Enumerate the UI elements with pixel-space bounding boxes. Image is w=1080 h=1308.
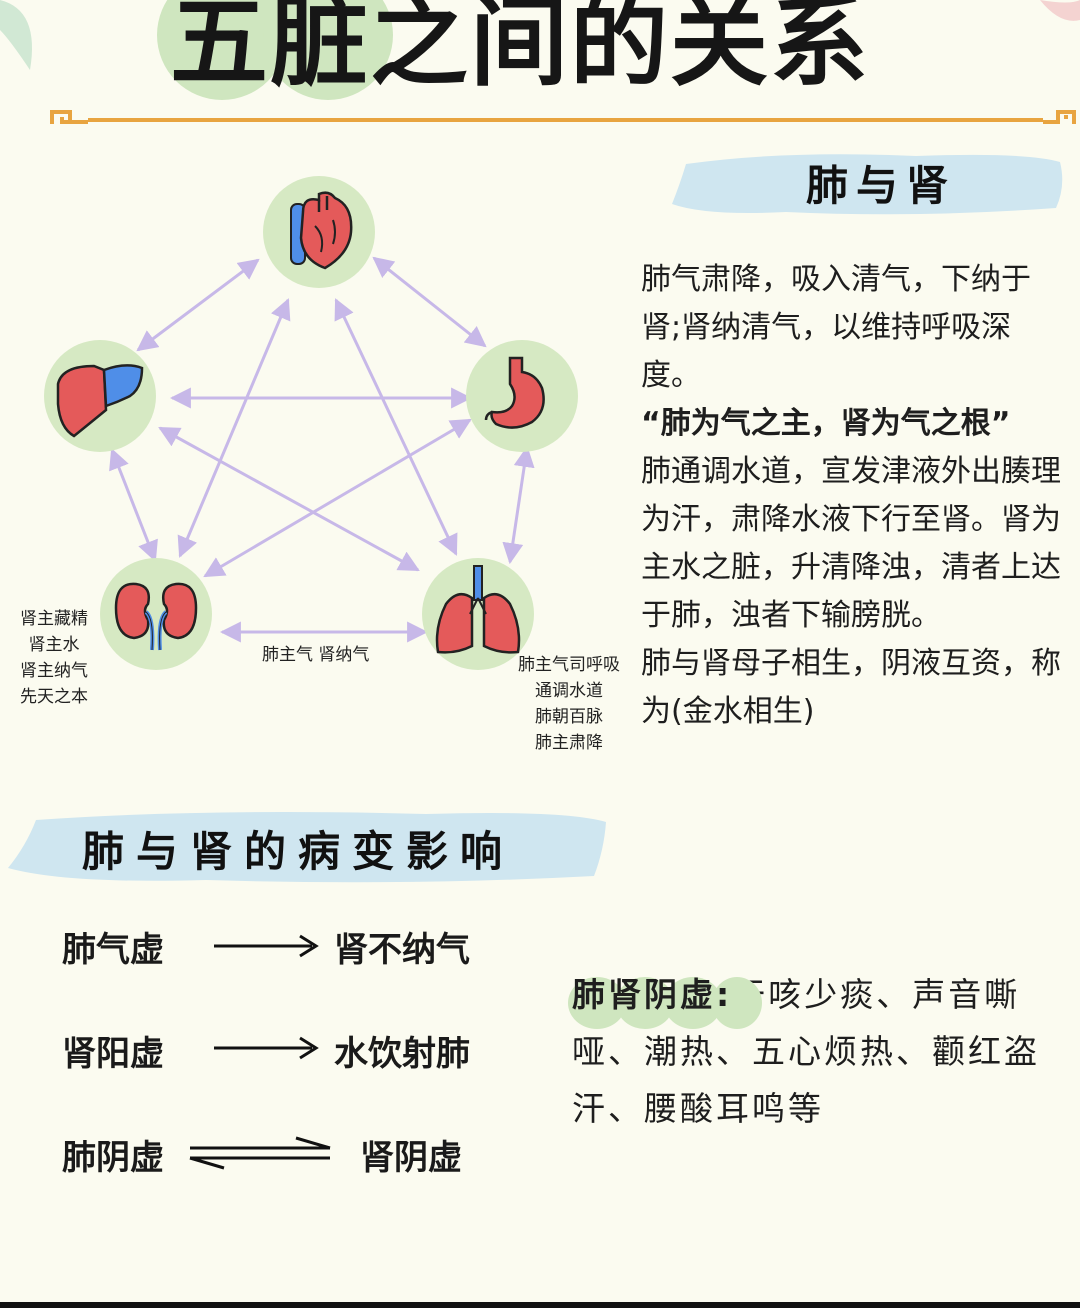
lung-kidney-yin-deficiency: 肺肾阴虚:干咳少痰、声音嘶 哑、潮热、五心烦热、颧红盗 汗、腰酸耳鸣等 bbox=[568, 966, 1080, 1137]
five-organ-diagram: 肾主藏精 肾主水 肾主纳气 先天之本 肺主气 肾纳气 肺主气司呼吸 通调水道 肺… bbox=[0, 160, 640, 780]
description-quote: “肺为气之主，肾为气之根” bbox=[641, 406, 1011, 441]
kidney-note: 肾主水 bbox=[28, 635, 80, 655]
section-title-lung-kidney: 肺与肾 bbox=[806, 161, 957, 210]
kidney-note: 肾主纳气 bbox=[20, 661, 88, 681]
heart-icon bbox=[290, 191, 353, 270]
description-line: 肺通调水道，宣发津液外出腠理 bbox=[641, 454, 1061, 489]
kidney-note: 先天之本 bbox=[20, 687, 88, 707]
lung-note: 肺朝百脉 bbox=[535, 707, 603, 727]
right-arrow-icon bbox=[214, 934, 319, 958]
section-title-pathology: 肺与肾的病变影响 bbox=[82, 827, 515, 876]
leaf-decoration-left-icon bbox=[0, 0, 32, 70]
effect-result: 肾不纳气 bbox=[334, 930, 470, 970]
title-divider bbox=[50, 110, 1076, 124]
lung-kidney-link-label: 肺主气 肾纳气 bbox=[262, 645, 370, 665]
liver-node bbox=[44, 340, 156, 452]
description-line: 于肺，浊者下输膀胱。 bbox=[641, 598, 941, 633]
lungs-icon bbox=[435, 565, 521, 654]
lung-functions: 肺主气司呼吸 通调水道 肺朝百脉 肺主肃降 bbox=[510, 652, 628, 756]
stomach-node bbox=[466, 340, 578, 452]
kidney-functions: 肾主藏精 肾主水 肾主纳气 先天之本 bbox=[8, 606, 100, 710]
symptom-line: 肺肾阴虚:干咳少痰、声音嘶 bbox=[568, 966, 1080, 1029]
page-title: 五脏之间的关系 bbox=[170, 0, 871, 100]
description-line: 主水之脏，升清降浊，清者上达 bbox=[641, 550, 1061, 585]
title-highlight-circle bbox=[263, 0, 393, 100]
effect-result: 水饮射肺 bbox=[334, 1034, 470, 1074]
lungs-node bbox=[422, 558, 534, 670]
description-line: 肺与肾母子相生，阴液互资，称 bbox=[641, 646, 1061, 681]
bottom-edge-bar bbox=[0, 1302, 1080, 1308]
symptom-line: 汗、腰酸耳鸣等 bbox=[572, 1089, 824, 1128]
description-line: 为(金水相生) bbox=[641, 694, 815, 729]
flower-decoration-right-icon bbox=[1040, 0, 1080, 21]
liver-icon bbox=[56, 364, 144, 438]
section-header-brush bbox=[8, 812, 606, 883]
description-line: 为汗，肃降水液下行至肾。肾为 bbox=[641, 502, 1061, 537]
effect-cause: 肺阴虚 bbox=[62, 1138, 164, 1178]
symptom-heading-wrap: 肺肾阴虚: bbox=[568, 975, 762, 1029]
kidneys-node bbox=[100, 558, 212, 670]
lung-note: 肺主气司呼吸 bbox=[518, 655, 620, 675]
lung-kidney-description: 肺气肃降，吸入清气，下纳于 肾;肾纳清气，以维持呼吸深 度。 “肺为气之主，肾为… bbox=[641, 256, 1080, 736]
two-way-arrow-icon bbox=[189, 1136, 331, 1170]
symptom-text: 干咳少痰、声音嘶 bbox=[732, 975, 1021, 1014]
title-banner: 五脏之间的关系 bbox=[0, 0, 1080, 130]
symptom-line: 哑、潮热、五心烦热、颧红盗 bbox=[572, 1032, 1040, 1071]
effect-cause: 肺气虚 bbox=[62, 930, 164, 970]
description-line: 肾;肾纳清气，以维持呼吸深 bbox=[641, 310, 1012, 345]
relation-arrows bbox=[109, 256, 535, 643]
lung-note: 通调水道 bbox=[535, 681, 603, 701]
effect-result: 肾阴虚 bbox=[360, 1138, 462, 1178]
description-line: 肺气肃降，吸入清气，下纳于 bbox=[641, 262, 1031, 297]
right-arrow-icon bbox=[214, 1036, 319, 1060]
symptom-heading: 肺肾阴虚: bbox=[572, 975, 733, 1014]
effect-cause: 肾阳虚 bbox=[62, 1034, 164, 1074]
section-header-brush bbox=[672, 154, 1063, 215]
heading-highlight bbox=[712, 977, 762, 1029]
description-line: 度。 bbox=[641, 358, 701, 393]
kidney-note: 肾主藏精 bbox=[20, 609, 88, 629]
stomach-icon bbox=[484, 356, 545, 429]
lung-note: 肺主肃降 bbox=[535, 733, 603, 753]
kidneys-icon bbox=[114, 582, 198, 651]
heart-node bbox=[263, 176, 375, 288]
